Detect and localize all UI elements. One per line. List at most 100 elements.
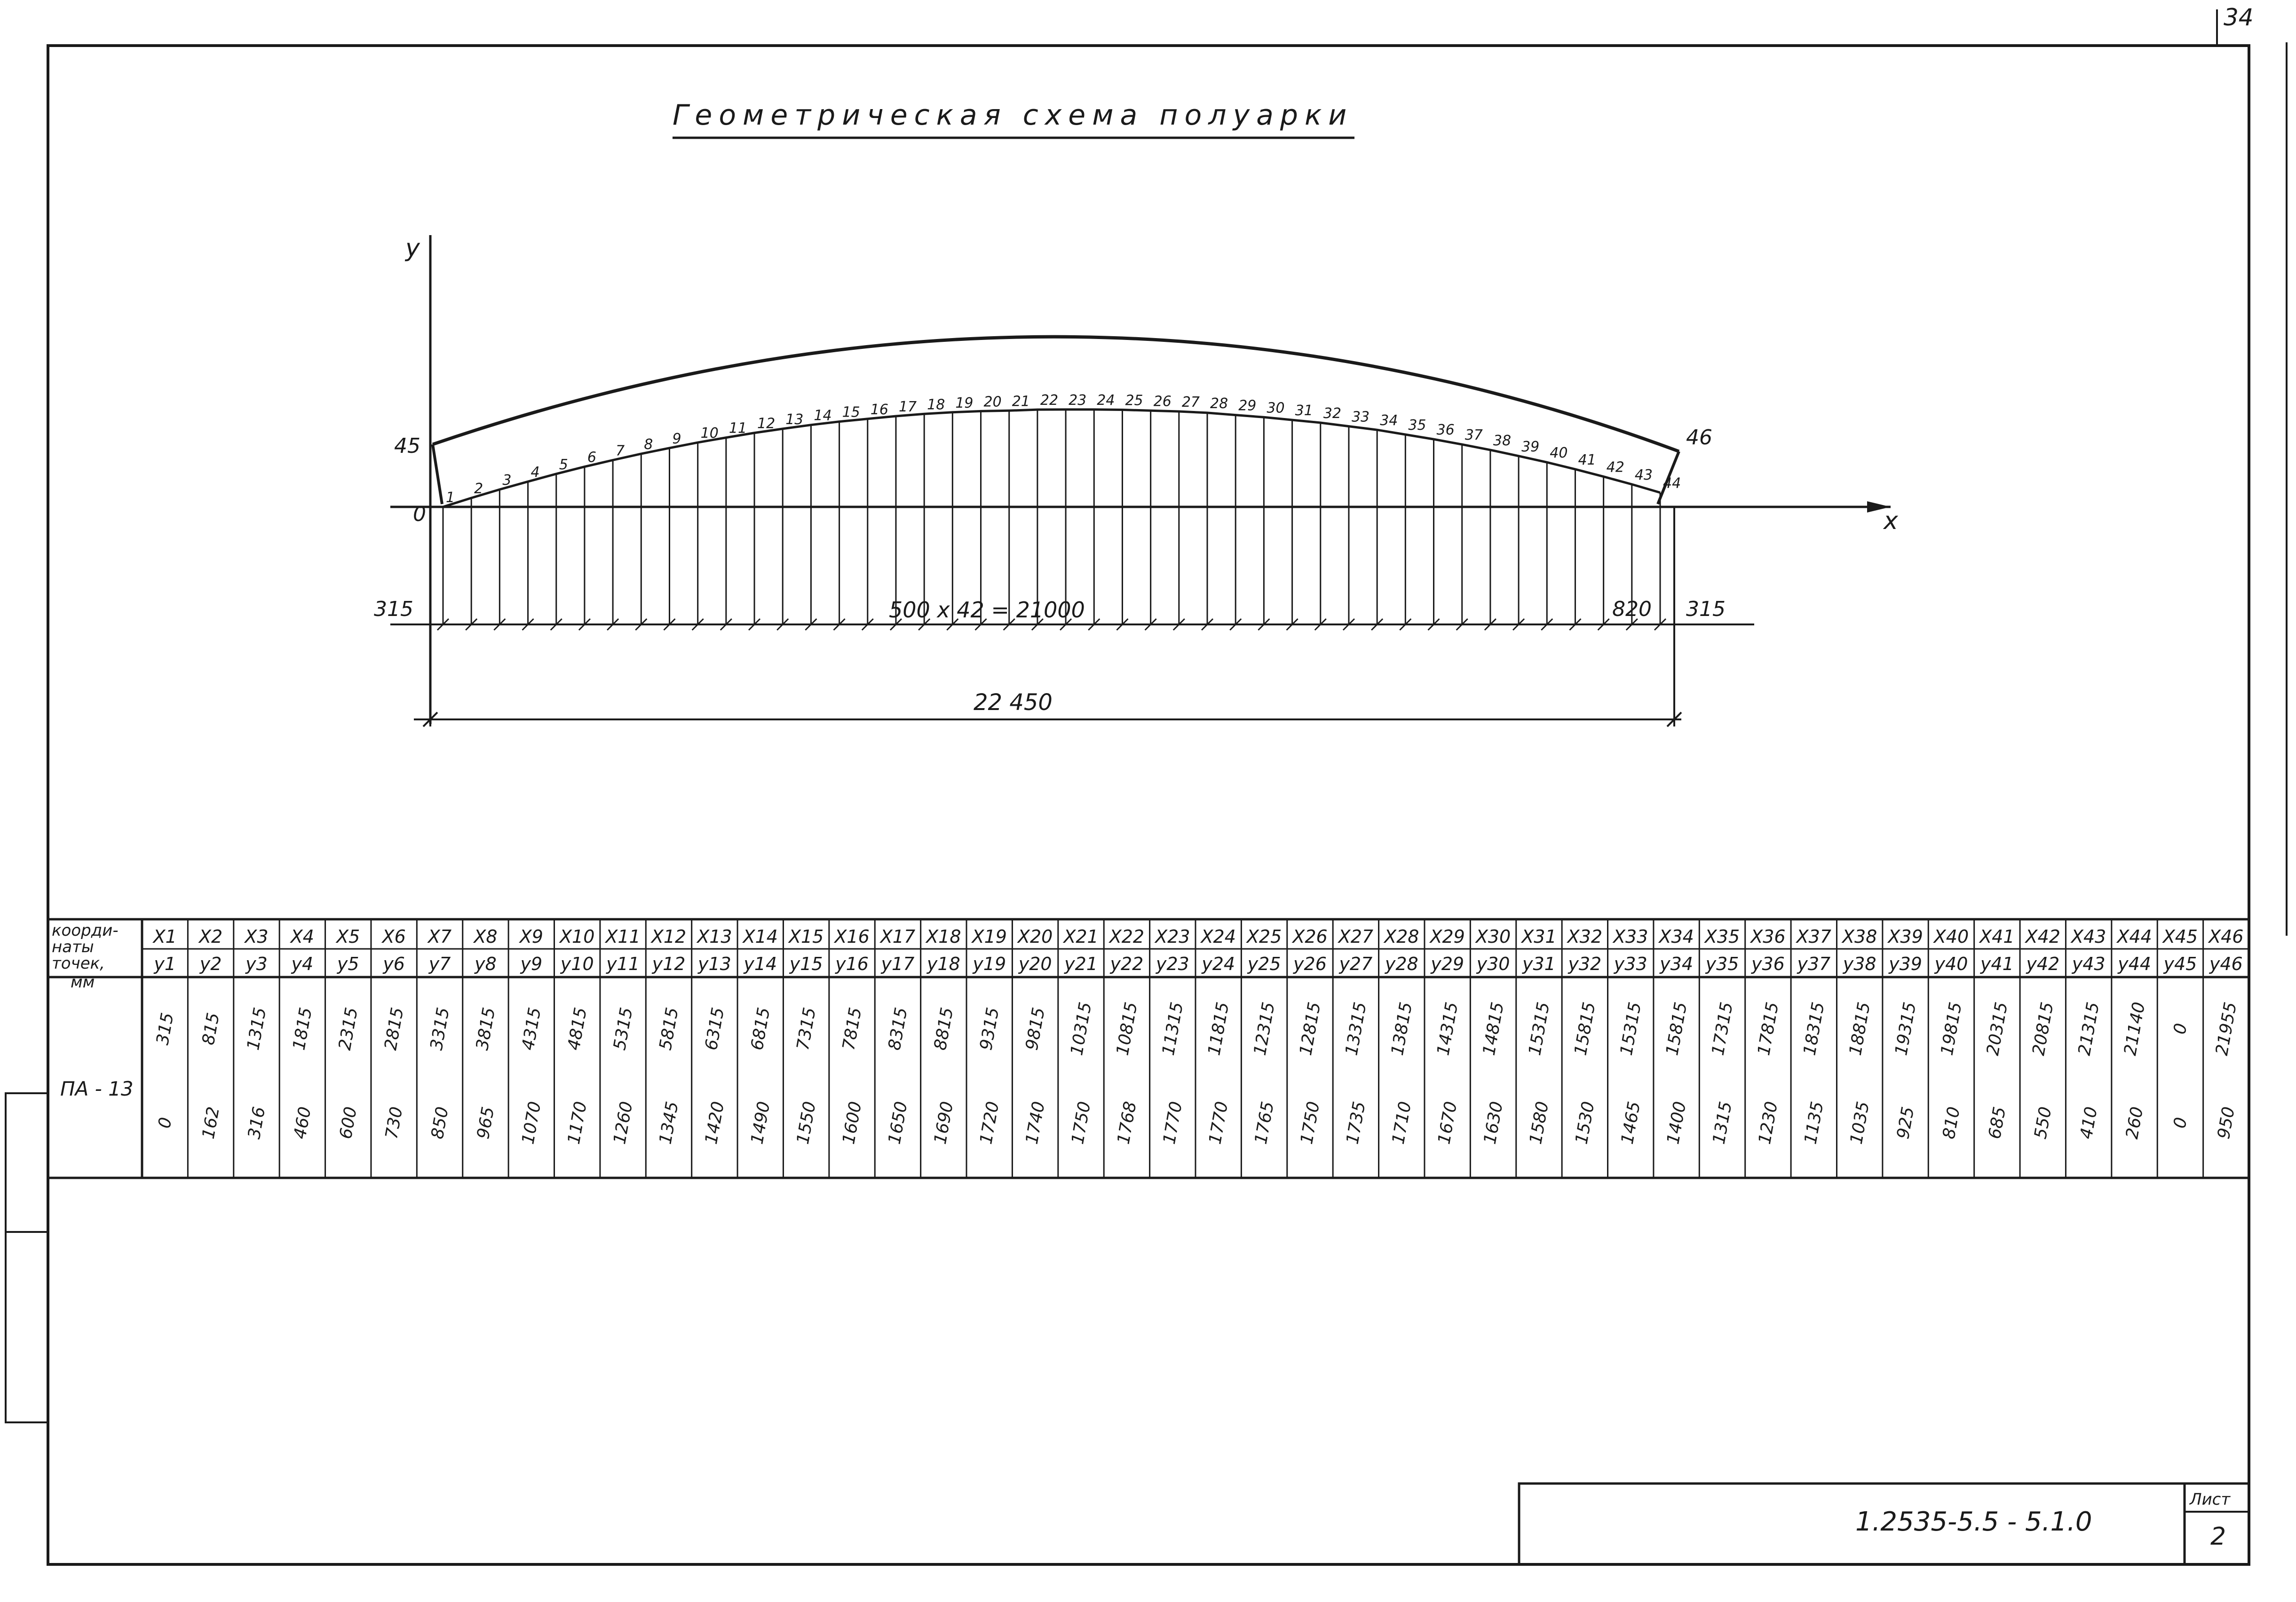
- table-x-value: 6315: [702, 1006, 728, 1051]
- table-x-label: X13: [696, 926, 732, 947]
- table-x-value: 14315: [1433, 1001, 1462, 1057]
- table-x-label: X41: [1979, 926, 2014, 947]
- point-label: 24: [1097, 392, 1115, 409]
- table-y-value: 1420: [702, 1100, 728, 1145]
- table-header-line-4: мм: [71, 973, 95, 992]
- table-y-label: y34: [1659, 954, 1693, 974]
- table-x-value: 12315: [1251, 1001, 1279, 1057]
- table-x-value: 17815: [1754, 1001, 1782, 1057]
- table-y-value: 1260: [610, 1100, 636, 1145]
- arch-bottom-chord: [443, 408, 1661, 508]
- table-y-value: 1750: [1297, 1100, 1323, 1145]
- table-x-label: X9: [519, 926, 543, 947]
- table-y-value: 1070: [518, 1100, 545, 1145]
- drawing-title: Геометрическая схема полуарки: [673, 99, 1353, 132]
- table-y-value: 1650: [885, 1100, 911, 1145]
- ordinate-lines: [436, 409, 1667, 631]
- table-x-label: X12: [650, 926, 686, 947]
- table-x-label: X1: [152, 926, 177, 947]
- point-label: 6: [587, 450, 596, 466]
- table-x-value: 11315: [1159, 1001, 1187, 1057]
- point-label: 16: [871, 402, 888, 418]
- table-y-value: 965: [474, 1105, 498, 1141]
- table-y-label: y4: [291, 954, 314, 974]
- table-y-label: y17: [881, 954, 915, 974]
- point-label: 38: [1493, 433, 1511, 449]
- table-x-label: X4: [290, 926, 314, 947]
- table-y-label: y29: [1430, 954, 1464, 974]
- table-x-value: 15815: [1571, 1001, 1599, 1057]
- point-label: 7: [616, 443, 625, 459]
- table-x-label: X30: [1475, 926, 1511, 947]
- table-y-value: 1035: [1847, 1100, 1873, 1145]
- table-x-value: 315: [153, 1011, 177, 1047]
- table-x-value: 5815: [656, 1006, 682, 1051]
- point-label: 15: [842, 404, 860, 421]
- table-y-label: y18: [926, 954, 960, 974]
- point-label: 42: [1607, 459, 1624, 476]
- table-y-value: 460: [290, 1105, 315, 1141]
- table-x-label: X16: [833, 926, 869, 947]
- table-x-label: X42: [2025, 926, 2060, 947]
- point-label: 41: [1578, 452, 1596, 468]
- point-label: 32: [1323, 405, 1341, 422]
- table-y-value: 1600: [839, 1100, 865, 1145]
- table-x-value: 10815: [1113, 1001, 1141, 1057]
- table-x-value: 6815: [747, 1006, 774, 1051]
- table-x-label: X45: [2162, 926, 2198, 947]
- document-code: 1.2535-5.5 - 5.1.0: [1855, 1507, 2092, 1537]
- table-x-label: X8: [473, 926, 497, 947]
- dim-last-label: 820: [1612, 597, 1652, 621]
- drawing-frame: [47, 44, 2250, 1566]
- table-y-label: y7: [428, 954, 451, 974]
- table-x-label: X31: [1520, 926, 1556, 947]
- table-x-label: X43: [2070, 926, 2106, 947]
- table-x-label: X36: [1750, 926, 1785, 947]
- point-label: 2: [474, 481, 483, 497]
- table-header-line-2: наты: [52, 938, 94, 956]
- table-y-value: 1765: [1251, 1100, 1278, 1145]
- table-y-value: 1770: [1205, 1100, 1232, 1145]
- origin-label: 0: [413, 502, 426, 526]
- table-x-label: X40: [1933, 926, 1969, 947]
- x-axis-arrow: [1867, 501, 1891, 513]
- table-y-value: 1465: [1618, 1100, 1644, 1145]
- table-y-label: y28: [1385, 954, 1418, 974]
- table-x-label: X15: [788, 926, 823, 947]
- table-y-value: 1135: [1801, 1100, 1827, 1145]
- table-x-label: X22: [1108, 926, 1144, 947]
- table-x-label: X34: [1658, 926, 1694, 947]
- table-y-value: 1550: [793, 1100, 820, 1145]
- point-label: 35: [1408, 417, 1426, 434]
- table-x-value: 21140: [2121, 1001, 2149, 1057]
- table-y-label: y21: [1064, 954, 1098, 974]
- left-end-edge: [431, 444, 443, 505]
- table-y-value: 1400: [1663, 1100, 1690, 1145]
- table-y-label: y5: [337, 954, 359, 974]
- table-y-label: y9: [520, 954, 542, 974]
- table-y-value: 850: [428, 1105, 452, 1141]
- title-block: [1518, 1482, 2250, 1566]
- table-x-value: 2315: [335, 1006, 362, 1051]
- table-y-value: 1690: [931, 1100, 957, 1145]
- table-x-label: X21: [1062, 926, 1098, 947]
- table-x-value: 8815: [931, 1006, 957, 1051]
- table-y-value: 1720: [976, 1100, 1003, 1145]
- right-end-edge: [1656, 450, 1680, 505]
- table-y-value: 810: [1939, 1105, 1963, 1141]
- point-label: 14: [814, 408, 831, 424]
- table-x-value: 1315: [244, 1006, 270, 1051]
- table-y-value: 1580: [1526, 1100, 1552, 1145]
- table-x-label: X29: [1429, 926, 1465, 947]
- table-x-value: 3815: [473, 1006, 499, 1051]
- point-label: 28: [1210, 395, 1228, 412]
- table-y-value: 1770: [1160, 1100, 1186, 1145]
- table-y-label: y35: [1705, 954, 1739, 974]
- table-y-label: y3: [245, 954, 268, 974]
- table-y-label: y16: [835, 954, 869, 974]
- table-x-label: X33: [1612, 926, 1648, 947]
- point-45-label: 45: [394, 434, 420, 458]
- point-label: 31: [1295, 402, 1313, 419]
- point-label: 37: [1465, 427, 1483, 443]
